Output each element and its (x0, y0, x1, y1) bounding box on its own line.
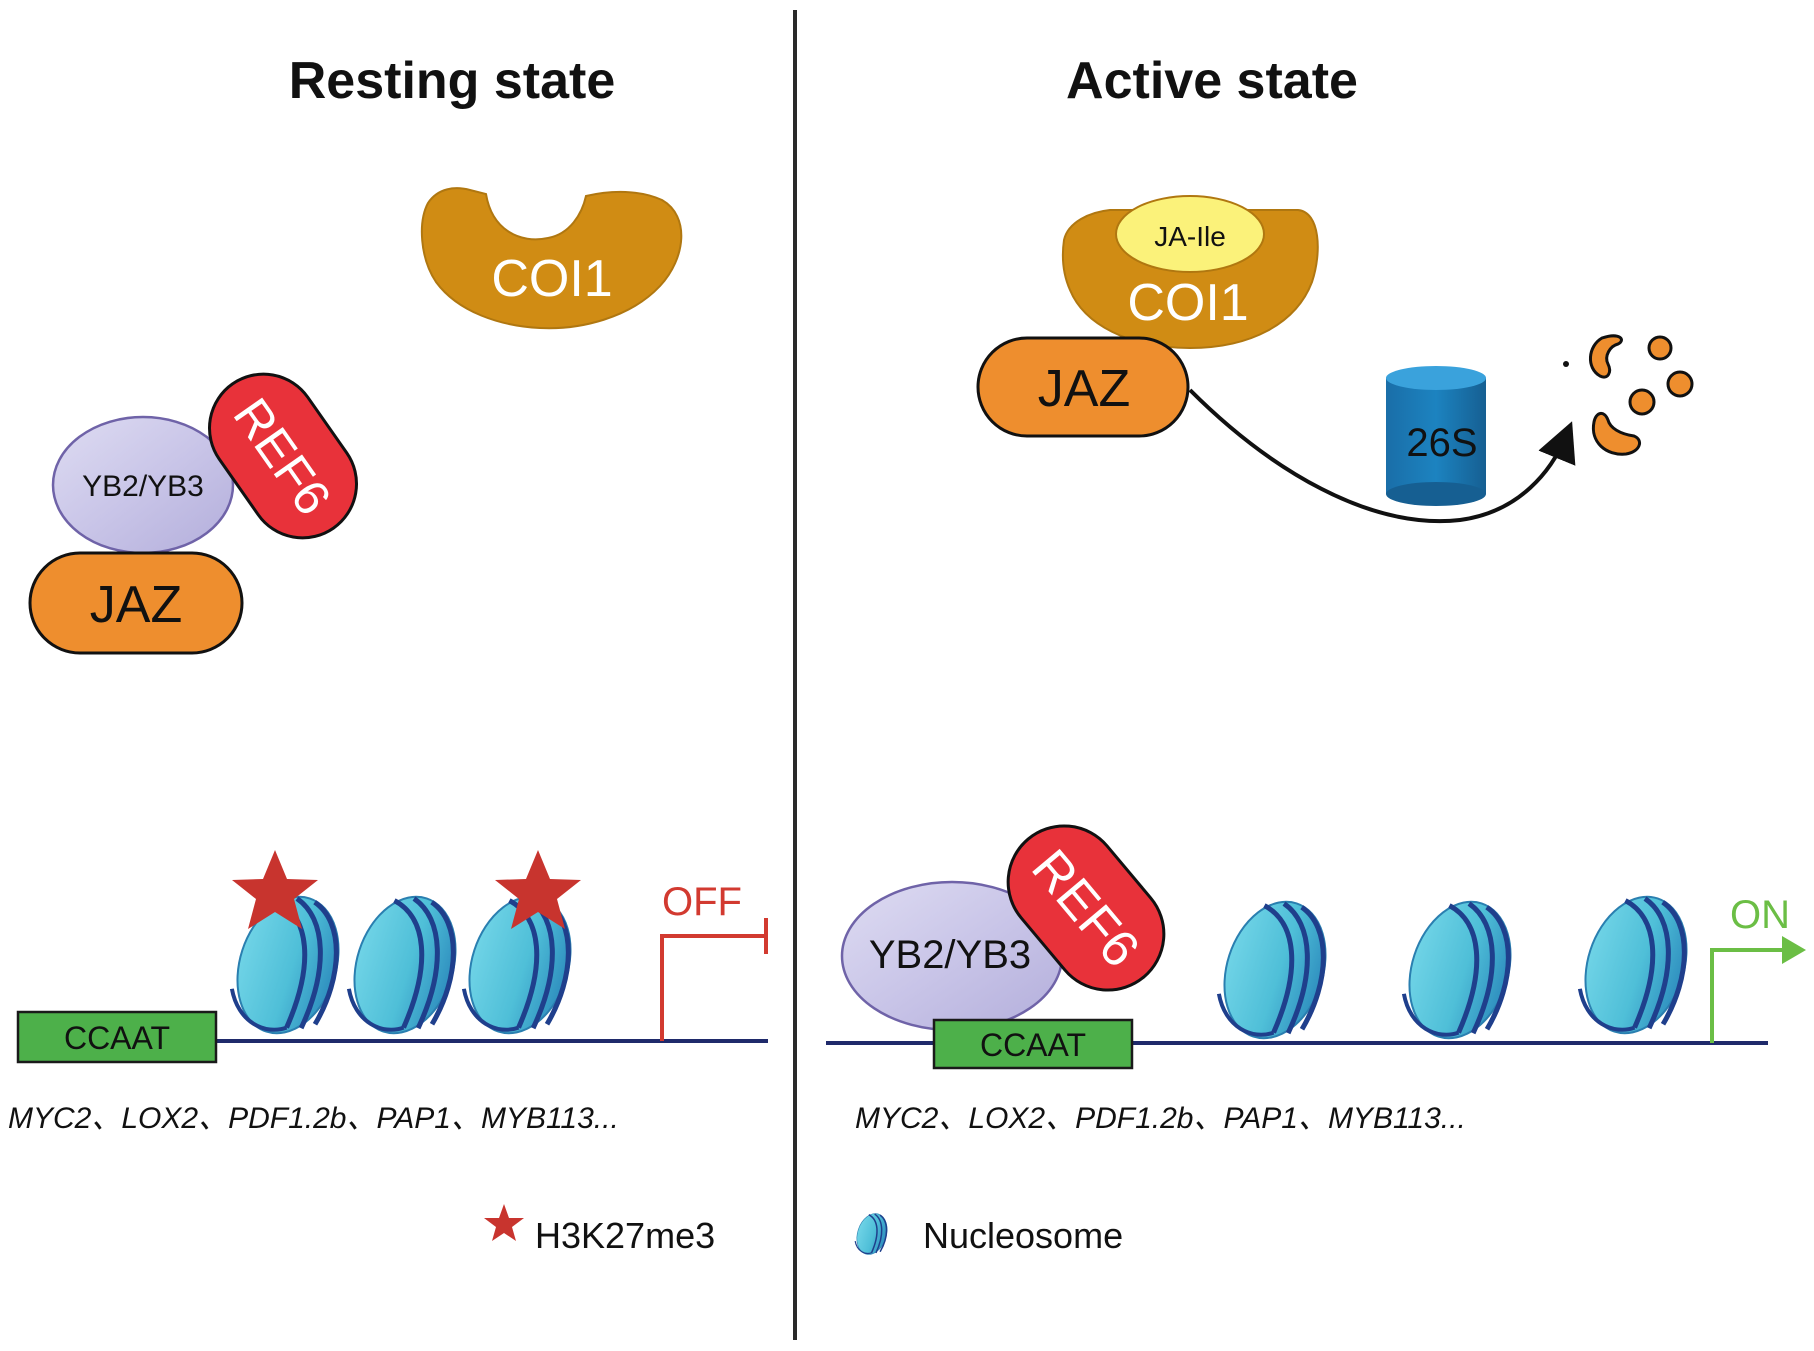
resting-ccaat-label: CCAAT (64, 1020, 170, 1056)
resting-yb-label: YB2/YB3 (82, 470, 204, 503)
active-nucleosome-3 (1569, 884, 1704, 1047)
resting-gene-list: MYC2、LOX2、PDF1.2b、PAP1、MYB113... (8, 1102, 619, 1135)
resting-coi1-label: COI1 (491, 250, 612, 308)
active-coi1: JA-Ile COI1 (1061, 195, 1319, 350)
resting-yb-complex: YB2/YB3 (51, 415, 235, 555)
resting-jaz-label: JAZ (90, 576, 182, 634)
h3k27me3-star-1 (232, 850, 318, 929)
legend-h3k27me3-label: H3K27me3 (535, 1215, 715, 1256)
active-nucleosome-1 (1208, 889, 1343, 1052)
resting-nucleosome-2 (338, 884, 473, 1047)
degradation-arrow (1188, 388, 1576, 524)
active-ccaat-label: CCAAT (980, 1027, 1086, 1063)
h3k27me3-star-2 (495, 850, 581, 929)
active-on-switch: ON (1710, 893, 1806, 1043)
active-ccaat-box: CCAAT (932, 1018, 1134, 1070)
active-panel: Active state JA-Ile COI1 JAZ 26S (826, 52, 1806, 1135)
active-gene-list: MYC2、LOX2、PDF1.2b、PAP1、MYB113... (855, 1102, 1466, 1135)
active-ref6: REF6 (1006, 824, 1166, 992)
resting-ref6: REF6 (207, 372, 359, 540)
resting-coi1: COI1 (420, 187, 683, 330)
active-jaz: JAZ (976, 336, 1190, 438)
on-label: ON (1730, 893, 1790, 937)
legend-nucleosome-label: Nucleosome (923, 1215, 1123, 1256)
degraded-fragments (1563, 334, 1694, 456)
active-yb-label: YB2/YB3 (869, 933, 1031, 977)
ja-ile-ligand (1115, 195, 1265, 273)
resting-jaz: JAZ (28, 551, 244, 655)
active-nucleosome-2 (1393, 889, 1528, 1052)
resting-title: Resting state (289, 52, 616, 110)
resting-ccaat-box: CCAAT (16, 1010, 218, 1064)
active-title: Active state (1066, 52, 1358, 110)
active-jaz-label: JAZ (1038, 360, 1130, 418)
legend-star-icon (484, 1204, 524, 1241)
off-label: OFF (662, 880, 742, 924)
legend-nucleosome-icon (851, 1208, 893, 1260)
proteasome-26s: 26S (1386, 366, 1486, 506)
active-coi1-label: COI1 (1127, 274, 1248, 332)
resting-panel: Resting state COI1 YB2/YB3 REF6 JAZ CCAA… (8, 52, 768, 1135)
resting-off-switch: OFF (660, 880, 768, 1041)
ja-ile-label: JA-Ile (1154, 221, 1226, 252)
proteasome-label: 26S (1406, 421, 1477, 465)
legend: H3K27me3 Nucleosome (484, 1204, 1123, 1260)
